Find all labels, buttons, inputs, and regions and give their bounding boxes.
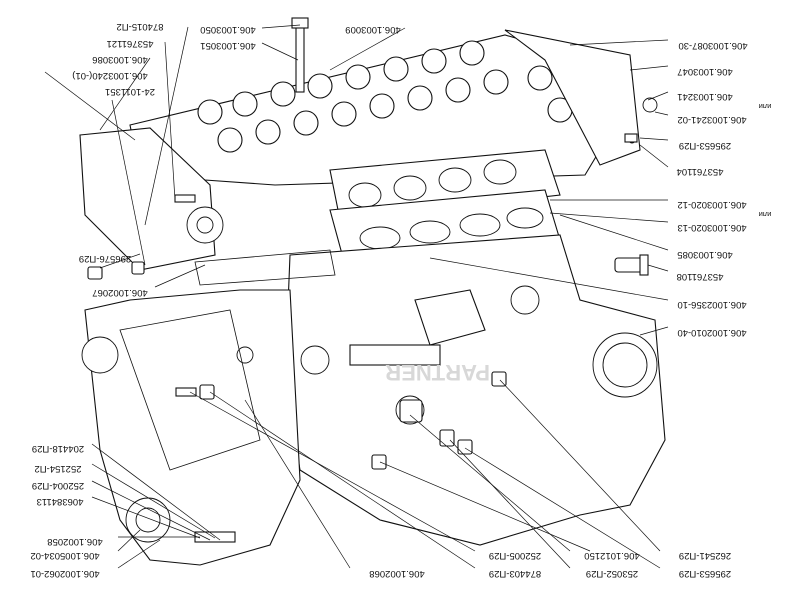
timing-cover: [84, 289, 301, 566]
leader-lines: [44, 24, 669, 569]
label-406384113: 406384113: [37, 496, 84, 507]
label-295653-p29-top: 295653-П29: [679, 140, 731, 151]
label-406-1002010-40: 406.1002010-40: [677, 327, 746, 338]
label-406-1002062-01: 406.1002062-01: [30, 568, 99, 579]
label-406-1003087-30: 406.1003087-30: [678, 40, 747, 51]
label-406-1003240: 406.1003240(-01): [72, 70, 148, 81]
block-top-gasket: [194, 249, 336, 286]
front-head-cover: [79, 127, 216, 271]
head-bolt: [295, 21, 305, 93]
manifold-gasket: [329, 149, 561, 221]
label-24-1011351: 24-1011351: [105, 86, 155, 97]
label-406-1003020-12: 406.1003020-12: [677, 199, 746, 210]
water-pump-housing: [414, 289, 486, 346]
label-406-1003047: 406.1003047: [677, 66, 732, 77]
camshaft-caps: [197, 40, 573, 153]
label-406-1003241-02: 406.1003241-02: [677, 114, 746, 125]
label-252004-p29: 252004-П29: [32, 480, 84, 491]
label-406-1012150: 406.1012150: [584, 550, 639, 561]
label-406-1002356-10: 406.1002356-10: [677, 299, 746, 310]
label-453761108: 453761108: [677, 271, 724, 282]
label-874403-p29: 874403-П29: [489, 568, 541, 579]
label-262541-p29: 262541-П29: [679, 550, 731, 561]
label-296576-p29: 296576-П29: [79, 253, 131, 264]
label-406-1005034-02: 406.1005034-02: [30, 550, 99, 561]
watermark: PARTNER: [385, 360, 490, 385]
rear-cover-plate: [504, 29, 641, 166]
label-ili-1: или: [759, 102, 772, 111]
label-406-1003009: 406.1003009: [345, 24, 400, 35]
label-406-1003051: 406.1003051: [200, 40, 255, 51]
label-295653-p29-bottom: 295653-П29: [679, 568, 731, 579]
label-253052-p29: 253052-П29: [586, 568, 638, 579]
label-406-1003085: 406.1003085: [677, 249, 732, 260]
label-406-1003241: 406.1003241: [677, 91, 732, 102]
part-labels: 874015-П2 453761121 406.1003086 406.1003…: [30, 21, 771, 579]
label-204418-p29: 204418-П29: [32, 443, 84, 454]
label-252154-p2: 252154-П2: [35, 463, 82, 474]
label-406-1003050: 406.1003050: [200, 24, 255, 35]
label-ili-2: или: [759, 210, 772, 219]
label-453761121: 453761121: [107, 38, 154, 49]
label-406-1003020-13: 406.1003020-13: [677, 222, 746, 233]
label-252005-p29: 252005-П29: [489, 550, 541, 561]
label-453761104: 453761104: [677, 166, 724, 177]
label-406-1002068: 406.1002068: [369, 568, 424, 579]
label-874015-p2: 874015-П2: [117, 21, 164, 32]
engine-drawing: PARTNER: [79, 17, 666, 566]
label-406-1003086: 406.1003086: [92, 54, 147, 65]
label-406-1002067: 406.1002067: [92, 287, 147, 298]
label-406-1002058: 406.1002058: [47, 536, 102, 547]
